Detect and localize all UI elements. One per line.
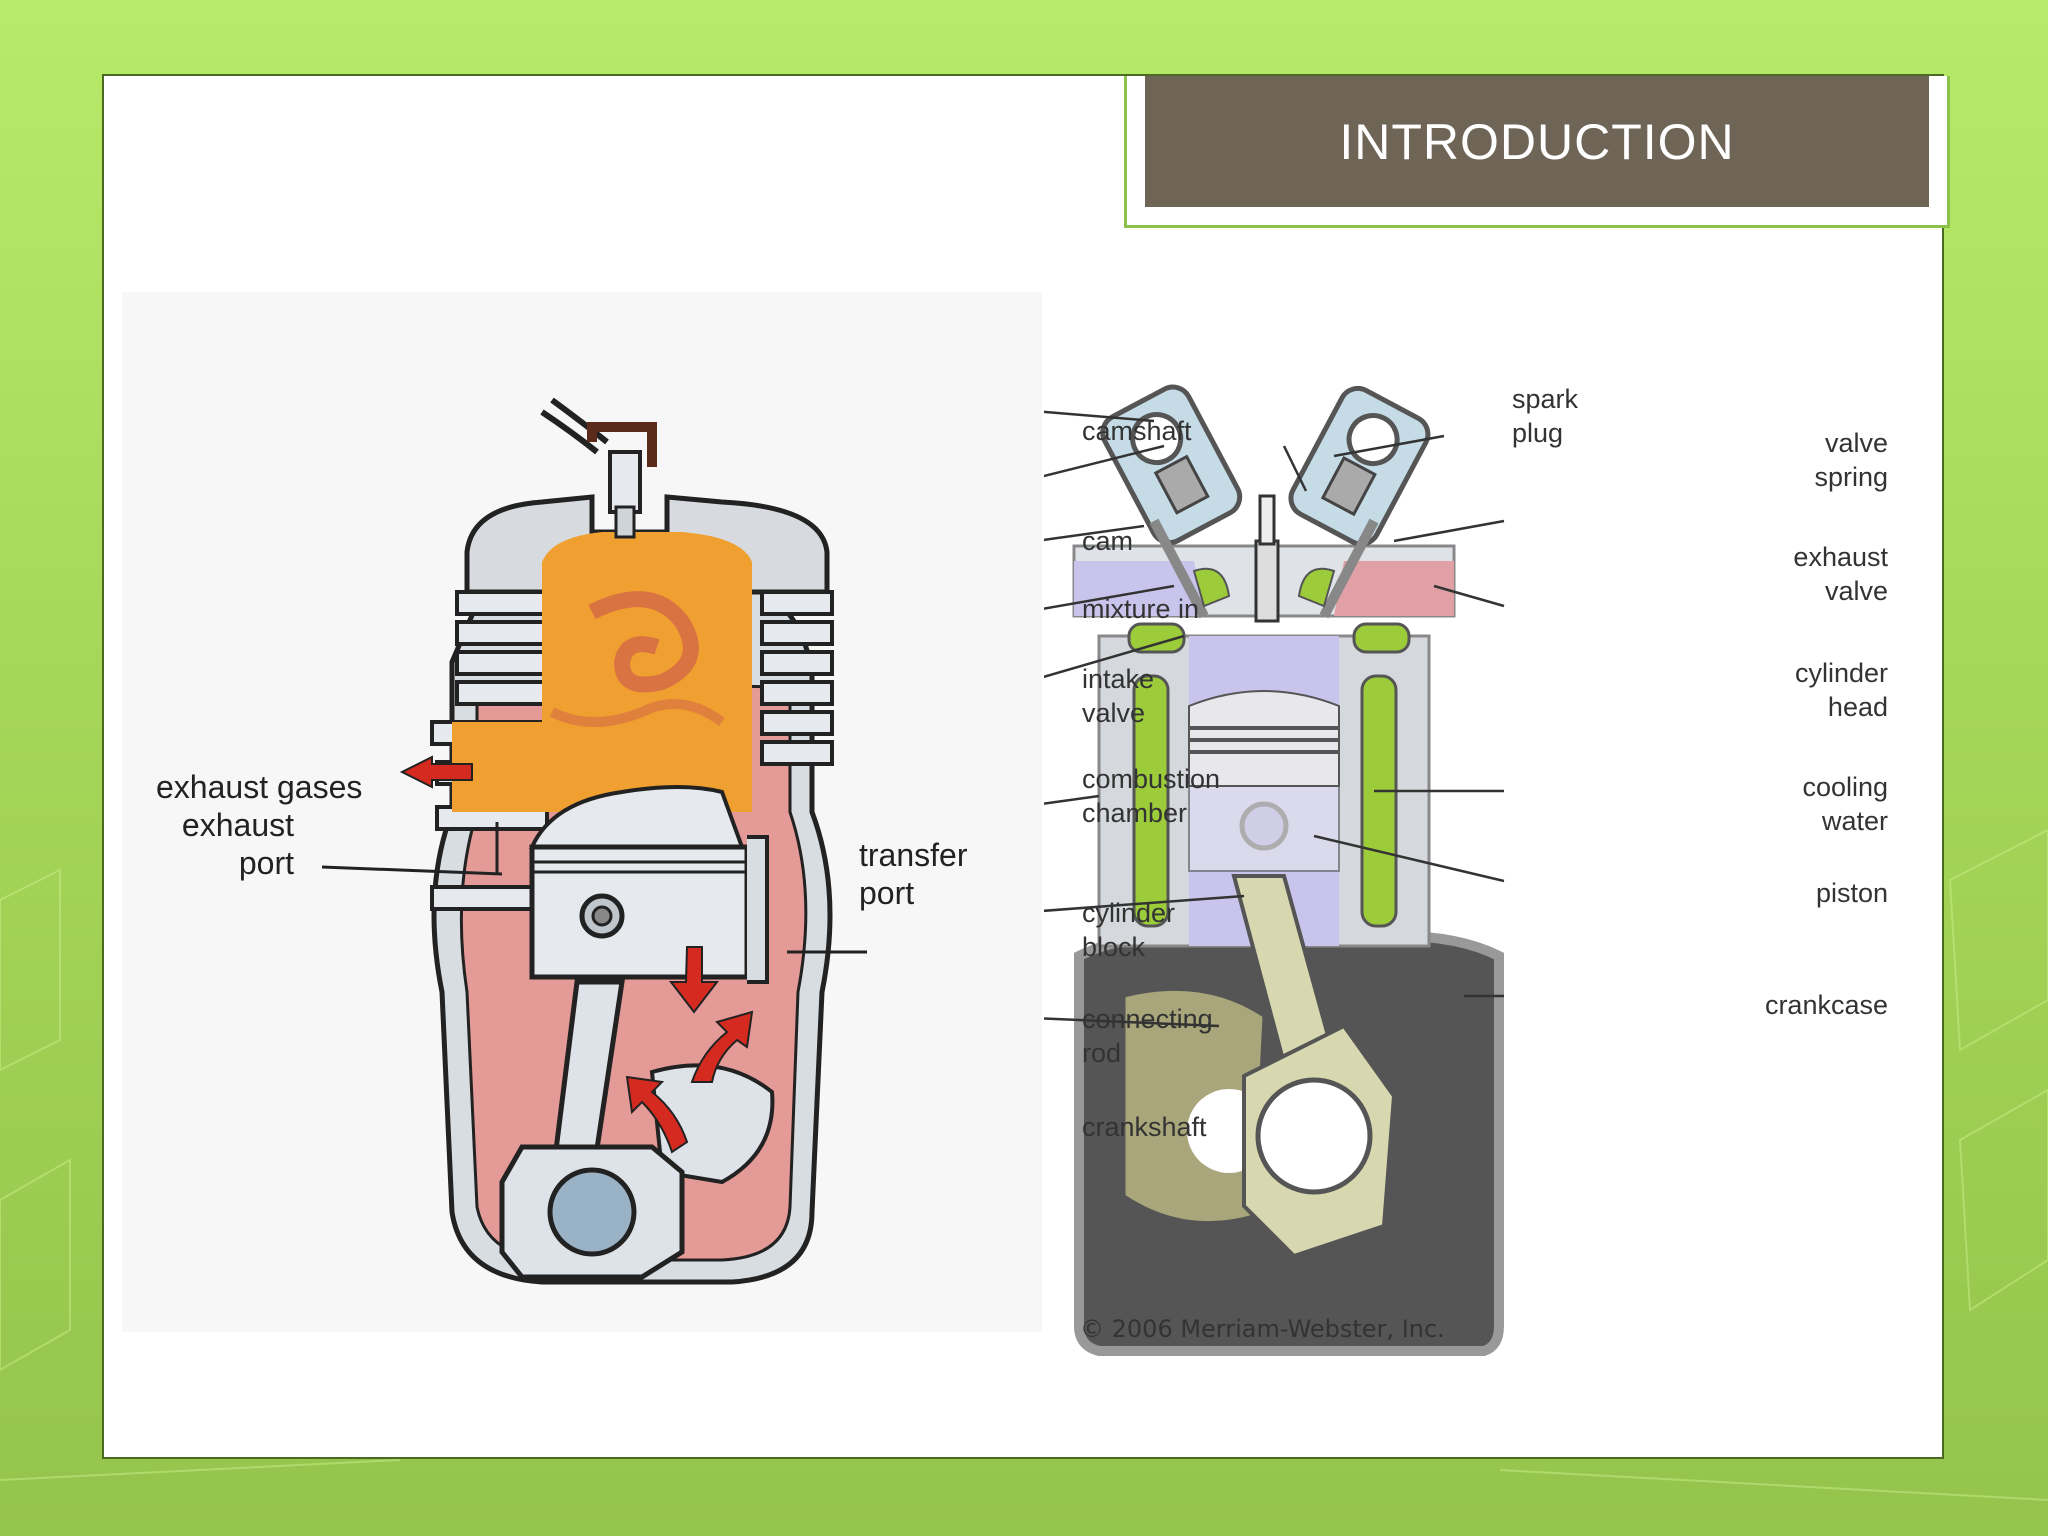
label-exhaust-port: exhaust port xyxy=(181,807,294,881)
label-mixture-in: mixture in xyxy=(1082,594,1200,624)
four-stroke-engine-diagram xyxy=(1044,384,1505,1356)
copyright-notice: © 2006 Merriam-Webster, Inc. xyxy=(1080,1315,1445,1343)
title-box: INTRODUCTION xyxy=(1124,76,1950,228)
slide-content: exhaust gases exhaust port transfer port xyxy=(102,74,1950,1459)
label-crankshaft: crankshaft xyxy=(1082,1112,1207,1142)
label-piston: piston xyxy=(1815,878,1888,908)
label-combustion-chamber: combustion chamber xyxy=(1082,764,1221,828)
label-intake-valve: intake valve xyxy=(1082,664,1155,728)
label-transfer-port: transfer port xyxy=(859,837,968,911)
label-valve-spring: valve spring xyxy=(1814,428,1888,492)
label-spark-plug: spark plug xyxy=(1512,384,1579,448)
label-exhaust-gases: exhaust gases xyxy=(156,769,363,805)
label-cam: cam xyxy=(1082,526,1134,556)
label-connecting-rod: connecting rod xyxy=(1082,1004,1213,1068)
label-camshaft: camshaft xyxy=(1082,416,1192,446)
label-crankcase: crankcase xyxy=(1764,990,1888,1020)
label-exhaust-valve: exhaust valve xyxy=(1793,542,1888,606)
slide-title: INTRODUCTION xyxy=(1145,76,1929,207)
label-cylinder-head: cylinder head xyxy=(1794,658,1888,722)
label-cylinder-block: cylinder block xyxy=(1082,898,1176,962)
two-stroke-engine-diagram xyxy=(122,292,1042,1332)
label-cooling-water: cooling water xyxy=(1802,772,1888,836)
